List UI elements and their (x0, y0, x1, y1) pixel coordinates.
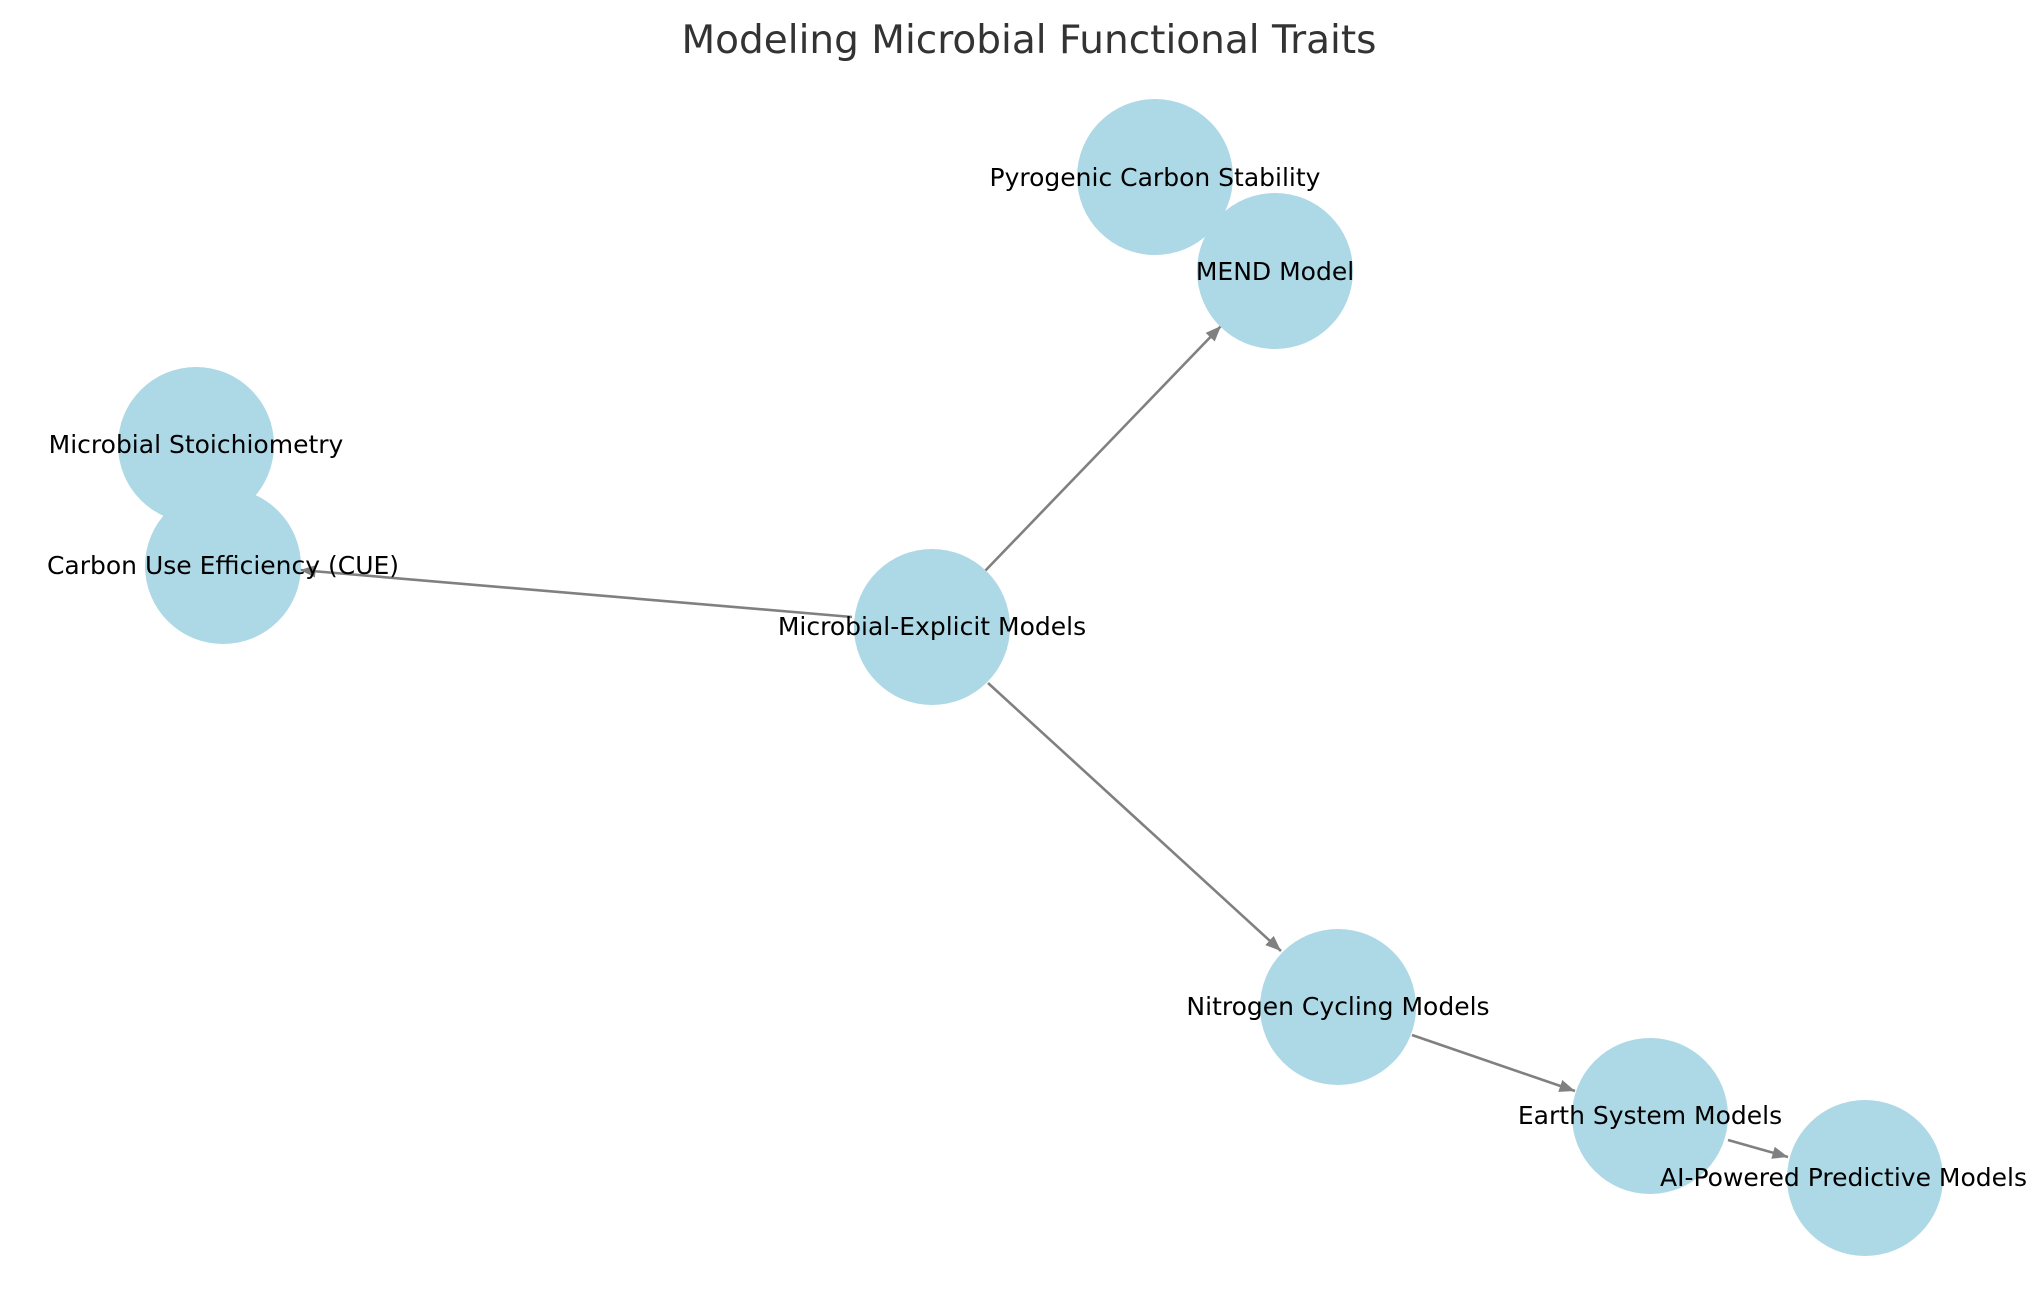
node-microbial-stoichiometry[interactable] (118, 367, 274, 523)
node-mend-model[interactable] (1197, 193, 1353, 349)
node-earth-system-models[interactable] (1572, 1038, 1728, 1194)
node-label-mend: MEND Model (1196, 257, 1354, 286)
edge-nitrogen-to-earth (1411, 1033, 1576, 1093)
node-ai-powered-predictive-models[interactable] (1787, 1100, 1943, 1256)
edges (299, 325, 1789, 1159)
edge-explicit-to-mend (984, 325, 1222, 572)
nodes (118, 99, 1943, 1256)
node-pyrogenic-carbon-stability[interactable] (1077, 99, 1233, 255)
node-label-explicit: Microbial-Explicit Models (778, 612, 1086, 641)
edge-explicit-to-cue (299, 565, 853, 619)
node-carbon-use-efficiency[interactable] (145, 488, 301, 644)
diagram-title: Modeling Microbial Functional Traits (682, 18, 1377, 63)
edge-explicit-to-nitrogen (987, 682, 1282, 952)
node-microbial-explicit-models[interactable] (854, 549, 1010, 705)
node-label-cue: Carbon Use Efficiency (CUE) (47, 551, 399, 580)
node-label-stoichiometry: Microbial Stoichiometry (49, 430, 344, 459)
node-label-pyrogenic: Pyrogenic Carbon Stability (990, 163, 1321, 192)
node-label-ai: AI-Powered Predictive Models (1660, 1163, 2027, 1192)
node-labels: Pyrogenic Carbon Stability MEND Model Mi… (47, 163, 2027, 1192)
node-nitrogen-cycling-models[interactable] (1260, 929, 1416, 1085)
edge-earth-to-ai (1727, 1138, 1789, 1159)
node-label-nitrogen: Nitrogen Cycling Models (1186, 992, 1489, 1021)
node-label-earth: Earth System Models (1518, 1101, 1782, 1130)
